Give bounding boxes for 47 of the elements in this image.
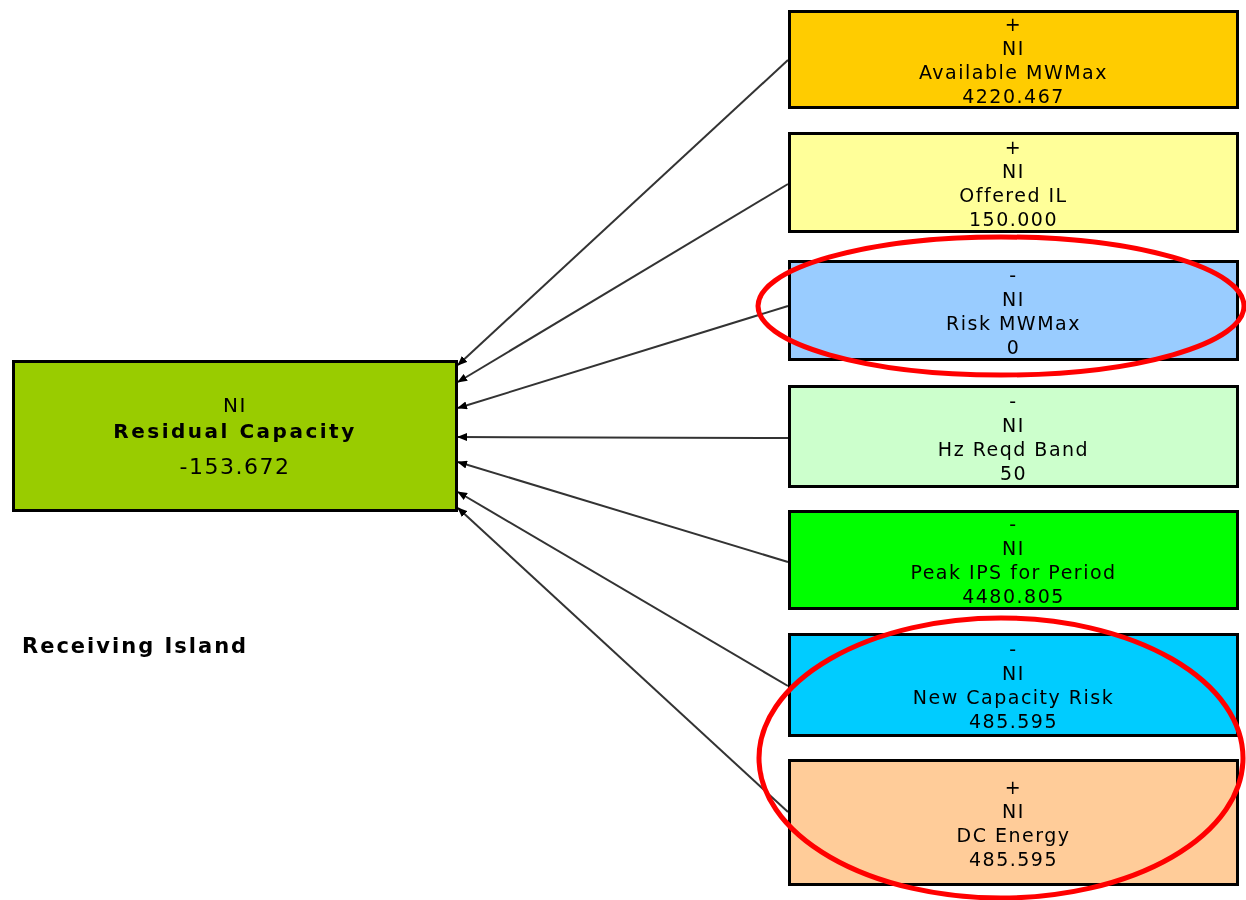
input-box xyxy=(788,510,1239,610)
sign-text: - xyxy=(1009,637,1018,661)
input-box xyxy=(788,385,1239,488)
region-text: NI xyxy=(1002,661,1025,685)
arrow xyxy=(457,507,789,813)
sign-text: + xyxy=(1004,134,1023,159)
measure-value: 485.595 xyxy=(968,846,1059,871)
measure-name: Offered IL xyxy=(959,182,1068,207)
measure-name: Risk MWMax xyxy=(946,310,1081,335)
measure-name: Available MWMax xyxy=(919,59,1108,84)
sign-text: - xyxy=(1009,388,1018,413)
group-label: Receiving Island xyxy=(22,634,249,658)
measure-value: -153.672 xyxy=(179,454,291,480)
measure-name: Residual Capacity xyxy=(113,418,357,444)
measure-name: New Capacity Risk xyxy=(912,685,1115,709)
arrow xyxy=(457,59,789,366)
input-box xyxy=(788,759,1239,886)
input-box xyxy=(788,260,1239,361)
sign-text: - xyxy=(1009,262,1018,287)
measure-name: DC Energy xyxy=(956,822,1071,847)
input-box xyxy=(788,633,1239,737)
result-box xyxy=(12,360,458,512)
measure-value: 150.000 xyxy=(968,206,1059,231)
sign-text: - xyxy=(1009,512,1018,536)
measure-value: 4480.805 xyxy=(962,584,1065,608)
arrow xyxy=(457,433,789,442)
region-text: NI xyxy=(223,392,247,418)
measure-value: 50 xyxy=(999,460,1028,485)
measure-name: Peak IPS for Period xyxy=(910,560,1117,584)
region-text: NI xyxy=(1002,536,1025,560)
input-box xyxy=(788,132,1239,233)
region-text: NI xyxy=(1002,412,1025,437)
measure-value: 4220.467 xyxy=(962,83,1065,108)
region-text: NI xyxy=(1002,798,1025,823)
region-text: NI xyxy=(1002,35,1025,60)
region-text: NI xyxy=(1002,158,1025,183)
input-box xyxy=(788,10,1239,109)
measure-value: 0 xyxy=(1006,334,1021,359)
region-text: NI xyxy=(1002,286,1025,311)
sign-text: + xyxy=(1004,774,1023,799)
measure-value: 485.595 xyxy=(968,709,1059,733)
measure-name: Hz Reqd Band xyxy=(937,436,1090,461)
arrow xyxy=(457,460,789,563)
arrow xyxy=(457,491,789,687)
sign-text: + xyxy=(1004,11,1023,36)
arrow xyxy=(457,183,789,383)
arrow xyxy=(457,305,789,410)
